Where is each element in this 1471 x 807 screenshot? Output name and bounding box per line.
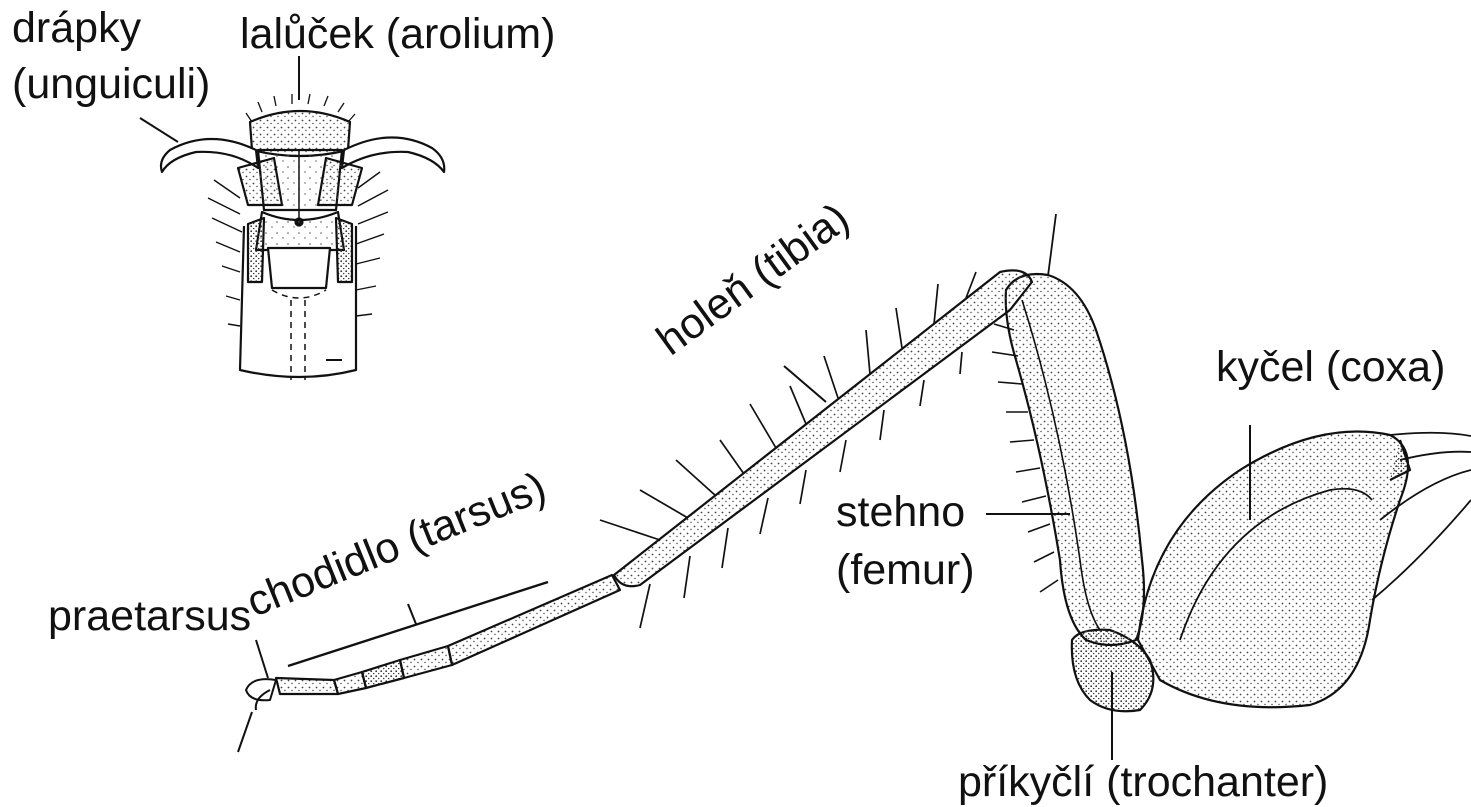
label-femur-cz: stehno [836, 488, 965, 536]
label-trochanter: příkyčlí (trochanter) [958, 758, 1328, 806]
main-leg-drawing [238, 214, 1471, 760]
leader-praetarsus [256, 640, 268, 678]
label-coxa: kyčel (coxa) [1216, 343, 1445, 391]
label-unguiculi-la: (unguiculi) [12, 60, 210, 108]
main-claws [246, 679, 276, 710]
label-praetarsus: praetarsus [48, 592, 251, 640]
leader-tibia [784, 366, 826, 402]
leader-tarsus [408, 604, 416, 624]
tarsus-shape [448, 575, 620, 665]
label-unguiculi-cz: drápky [12, 4, 141, 52]
femur-shape [1006, 274, 1144, 645]
coxa-shape [1138, 432, 1408, 708]
leader-unguiculi [140, 118, 178, 142]
label-arolium: lalůček (arolium) [240, 10, 555, 58]
label-femur-la: (femur) [836, 546, 975, 594]
